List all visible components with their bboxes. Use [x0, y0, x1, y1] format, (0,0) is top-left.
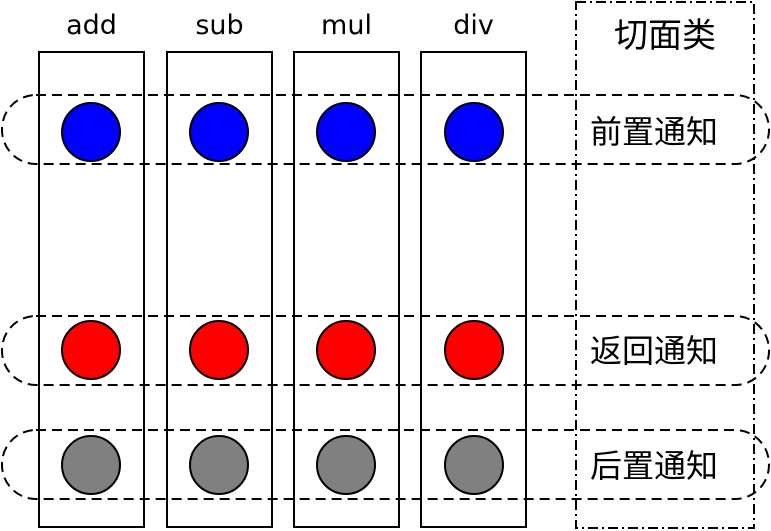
column-label-add: add — [66, 10, 117, 41]
band-label-before-advice: 前置通知 — [590, 113, 719, 151]
band-returning-advice — [1, 315, 770, 386]
dot-after-mul — [316, 435, 376, 495]
dot-returning-div — [444, 320, 504, 380]
column-label-div: div — [453, 10, 494, 41]
band-label-returning-advice: 返回通知 — [590, 332, 719, 370]
aspect-class-title: 切面类 — [614, 16, 716, 56]
band-after-advice — [1, 429, 770, 500]
dot-before-sub — [189, 102, 249, 162]
column-box-mul — [293, 51, 400, 528]
dot-returning-sub — [189, 320, 249, 380]
dot-returning-add — [61, 320, 121, 380]
aspect-class-box — [575, 1, 755, 529]
column-box-add — [38, 51, 145, 528]
dot-before-mul — [316, 102, 376, 162]
dot-returning-mul — [316, 320, 376, 380]
dot-before-add — [61, 102, 121, 162]
dot-before-div — [444, 102, 504, 162]
dot-after-div — [444, 435, 504, 495]
column-box-div — [420, 51, 527, 528]
column-label-sub: sub — [195, 10, 244, 41]
dot-after-add — [61, 435, 121, 495]
band-before-advice — [1, 94, 770, 165]
column-box-sub — [166, 51, 273, 528]
band-label-after-advice: 后置通知 — [590, 447, 719, 485]
dot-after-sub — [189, 435, 249, 495]
column-label-mul: mul — [321, 10, 372, 41]
